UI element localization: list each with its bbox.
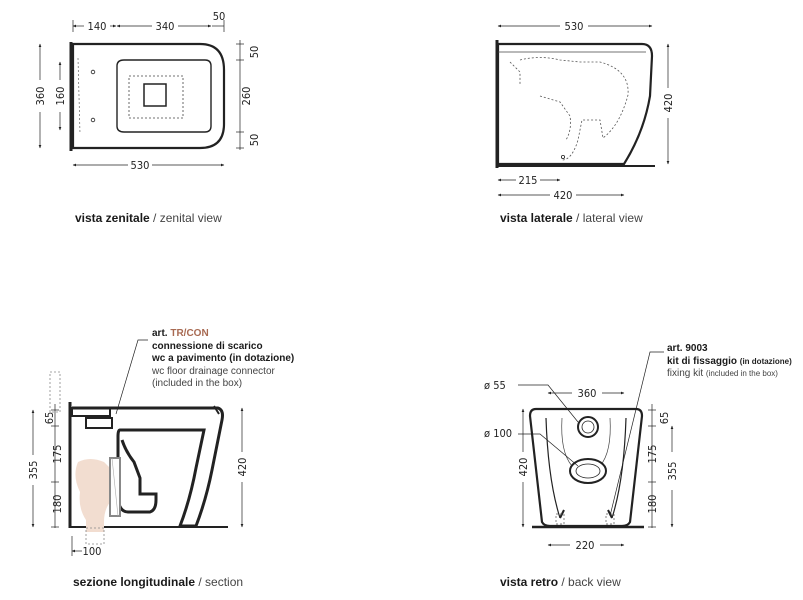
dim-50-right-bottom: 50	[248, 134, 261, 147]
caption-lateral: vista laterale / lateral view	[500, 211, 643, 225]
dim-215: 215	[519, 174, 538, 187]
dim-180: 180	[646, 495, 659, 514]
caption-section-it: sezione longitudinale	[73, 575, 196, 589]
dim-50-right-top: 50	[248, 46, 261, 59]
seat-outline	[116, 59, 212, 133]
dim-100: 100	[83, 545, 102, 558]
lateral-outline	[496, 42, 654, 166]
dim-355: 355	[27, 461, 40, 480]
caption-section-sep: /	[195, 575, 206, 589]
dim-360: 360	[34, 87, 47, 106]
dim-175: 175	[646, 445, 659, 464]
caption-lateral-sep: /	[572, 211, 583, 225]
dim-phi100: ø 100	[484, 427, 512, 440]
section-note-art: art.	[152, 328, 171, 339]
section-note: art. TR/CON connessione di scarico wc a …	[152, 328, 294, 391]
dim-530: 530	[131, 159, 150, 172]
dim-420-horizontal: 420	[554, 189, 573, 202]
back-view: 360 420 65 175 180 355 220 ø 55 ø 100	[484, 351, 679, 552]
section-view: 355 65 175 180 420 100	[27, 339, 249, 558]
dim-530: 530	[565, 20, 584, 33]
dim-420: 420	[236, 458, 249, 477]
dim-phi55: ø 55	[484, 379, 506, 392]
caption-back-sep: /	[558, 575, 569, 589]
caption-zenital: vista zenitale / zenital view	[75, 211, 222, 225]
dim-65: 65	[658, 412, 671, 425]
dim-65: 65	[43, 412, 56, 425]
back-note-line1-small: (in dotazione)	[739, 356, 792, 366]
section-note-line3: wc floor drainage connector	[152, 365, 275, 377]
lateral-view: 530 420 215 420	[495, 20, 675, 202]
caption-back-it: vista retro	[500, 575, 559, 589]
caption-zenital-sep: /	[149, 211, 160, 225]
zenital-view: 140 340 50 360 160 50 260 50 530	[34, 10, 261, 172]
section-note-code: TR/CON	[170, 328, 209, 339]
drain-square	[143, 83, 167, 107]
section-bowl	[72, 406, 224, 528]
drain-hole-100	[569, 458, 607, 484]
dim-180: 180	[51, 495, 64, 514]
caption-back-en: back view	[568, 575, 621, 589]
dim-220: 220	[576, 539, 595, 552]
back-note-line1: kit di fissaggio	[667, 355, 738, 367]
dim-420-vertical: 420	[662, 94, 675, 113]
back-note-art: art. 9003	[667, 343, 708, 354]
dim-360: 360	[578, 387, 597, 400]
caption-section-en: section	[205, 575, 244, 589]
section-note-line1: connessione di scarico	[152, 340, 263, 352]
caption-lateral-it: vista laterale	[500, 211, 573, 225]
section-note-line2: wc a pavimento (in dotazione)	[152, 353, 295, 364]
back-note-line2: fixing kit	[667, 368, 704, 379]
back-note-line2-small: (included in the box)	[705, 369, 778, 378]
caption-zenital-en: zenital view	[159, 211, 222, 225]
dim-340: 340	[156, 20, 175, 33]
dim-420: 420	[517, 458, 530, 477]
floor-drain	[75, 459, 112, 532]
caption-section: sezione longitudinale / section	[73, 575, 243, 589]
zenital-outline	[71, 42, 226, 150]
back-note: art. 9003 kit di fissaggio (in dotazione…	[667, 343, 792, 381]
caption-zenital-it: vista zenitale	[75, 211, 150, 225]
dim-160: 160	[54, 87, 67, 106]
dim-175: 175	[51, 445, 64, 464]
pipe-hole-55	[577, 416, 599, 438]
caption-lateral-en: lateral view	[582, 211, 643, 225]
dim-260: 260	[240, 87, 253, 106]
section-note-line4: (included in the box)	[152, 378, 243, 389]
dim-140: 140	[88, 20, 107, 33]
dim-355: 355	[666, 462, 679, 481]
caption-back: vista retro / back view	[500, 575, 621, 589]
dim-50-top: 50	[213, 10, 226, 23]
